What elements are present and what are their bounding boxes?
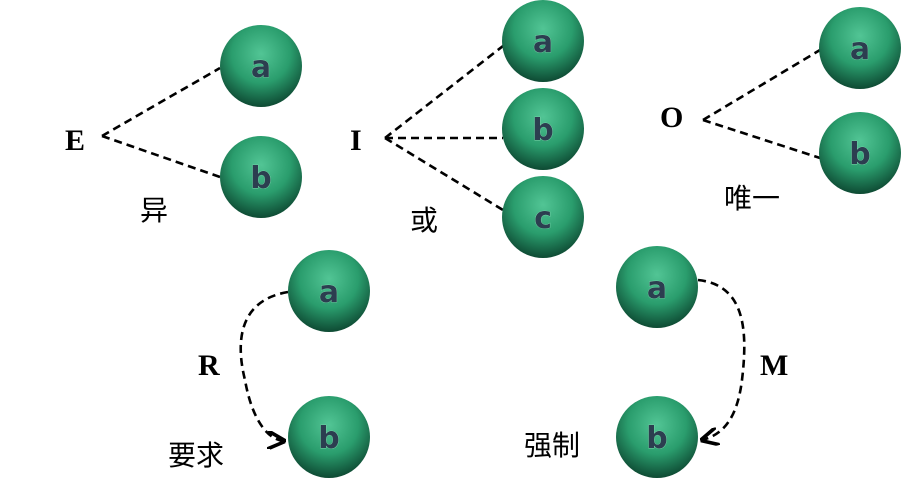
node-label: a: [647, 271, 667, 306]
node-o-a: a: [819, 7, 901, 89]
node-circle: [616, 246, 698, 328]
group-m: M a b 强制: [524, 246, 788, 478]
caption-o: 唯一: [724, 182, 780, 215]
node-circle: [502, 0, 584, 82]
node-circle: [220, 25, 302, 107]
caption-i: 或: [410, 204, 438, 237]
caption-e: 异: [140, 194, 168, 227]
node-circle: [819, 112, 901, 194]
node-circle: [288, 396, 370, 478]
group-o: O a b 唯一: [660, 7, 901, 215]
connector-e-a: [101, 66, 221, 138]
node-circle: [502, 88, 584, 170]
connector-o-b: [702, 118, 821, 160]
group-letter-o: O: [660, 101, 683, 134]
connector-i-a: [384, 44, 504, 140]
node-r-a: a: [288, 250, 370, 332]
node-e-a: a: [220, 25, 302, 107]
node-label: a: [533, 25, 553, 60]
node-label: a: [251, 50, 271, 85]
arrow-m-a-to-b: [697, 278, 746, 440]
node-label: a: [850, 32, 870, 67]
node-m-a: a: [616, 246, 698, 328]
node-label: b: [849, 137, 870, 172]
group-letter-m: M: [760, 349, 788, 382]
caption-r: 要求: [168, 439, 224, 472]
caption-m: 强制: [524, 429, 580, 462]
connector-o-a: [702, 48, 821, 122]
node-i-a: a: [502, 0, 584, 82]
connector-i-c: [384, 136, 504, 212]
node-label: b: [318, 421, 339, 456]
node-circle: [819, 7, 901, 89]
group-r: R a b 要求: [168, 250, 370, 478]
group-e: E a b 异: [65, 25, 302, 227]
node-label: b: [532, 113, 553, 148]
group-letter-i: I: [350, 124, 362, 157]
node-circle: [616, 396, 698, 478]
node-circle: [288, 250, 370, 332]
group-letter-r: R: [198, 349, 220, 382]
arrow-r-a-to-b: [239, 290, 289, 441]
node-circle: [220, 136, 302, 218]
connector-e-b: [101, 134, 221, 179]
node-i-b: b: [502, 88, 584, 170]
node-r-b: b: [288, 396, 370, 478]
node-label: b: [250, 161, 271, 196]
node-i-c: c: [502, 176, 584, 258]
node-o-b: b: [819, 112, 901, 194]
group-letter-e: E: [65, 124, 85, 157]
node-label: a: [319, 275, 339, 310]
node-label: b: [646, 421, 667, 456]
node-circle: [502, 176, 584, 258]
node-m-b: b: [616, 396, 698, 478]
group-i: I a b c 或: [350, 0, 584, 258]
node-label: c: [534, 201, 552, 236]
node-e-b: b: [220, 136, 302, 218]
